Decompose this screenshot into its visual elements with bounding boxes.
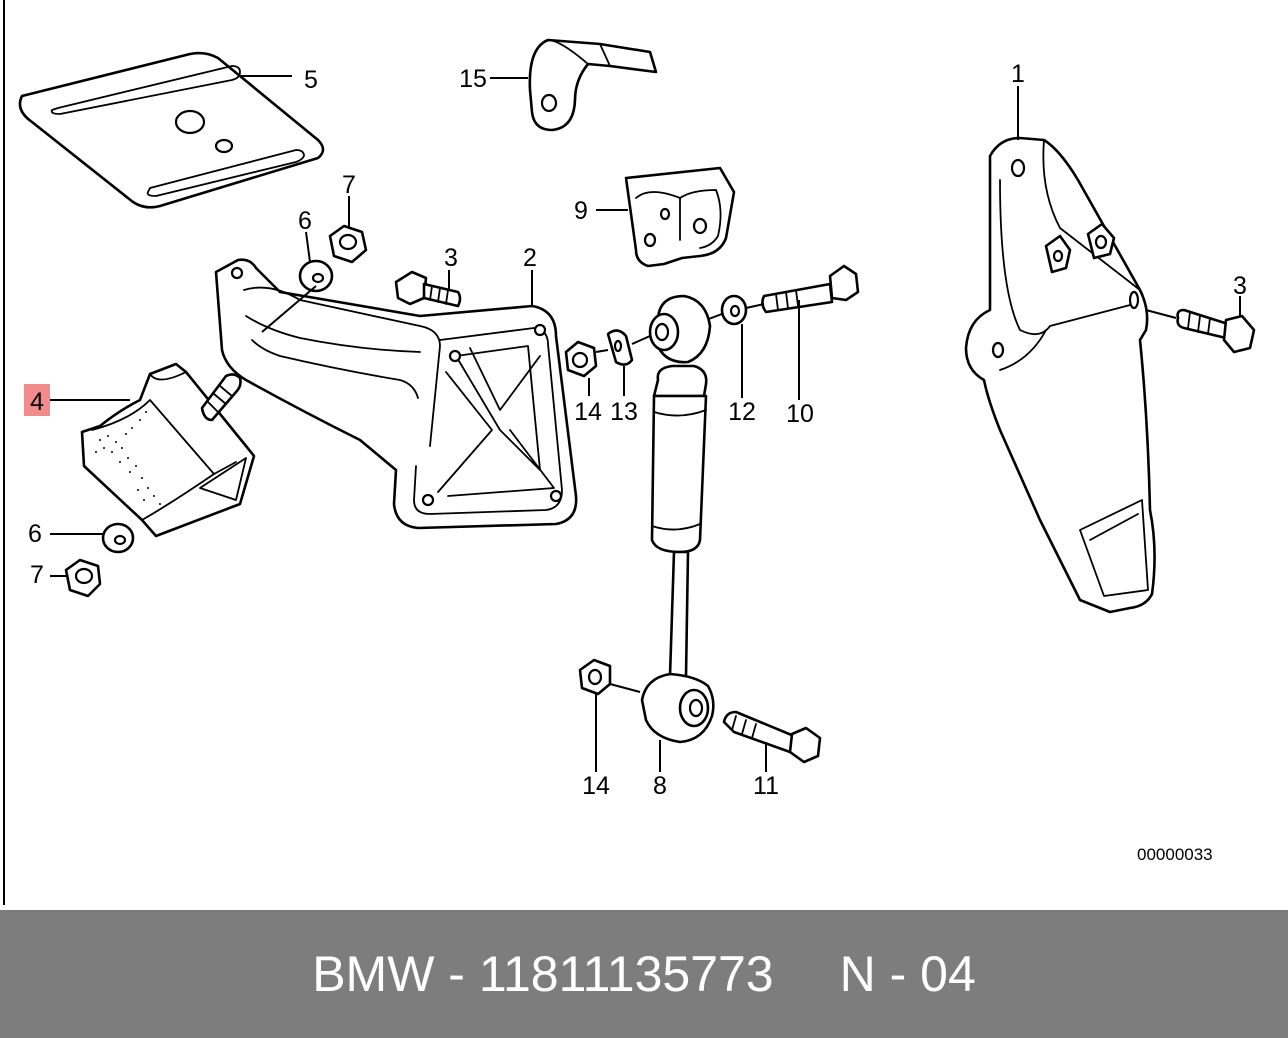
part-5-plate bbox=[18, 51, 325, 209]
part-2-support-arm bbox=[214, 258, 578, 530]
part-12-washer bbox=[720, 294, 748, 326]
callout-14-lower: 14 bbox=[582, 772, 610, 800]
callout-13: 13 bbox=[610, 398, 638, 426]
callout-4: 4 bbox=[30, 388, 44, 416]
leader-bolt-bracket bbox=[1145, 309, 1177, 319]
part-3-bolt-right bbox=[1176, 308, 1256, 354]
part-6-washer-lower bbox=[101, 522, 135, 554]
part-14-nut-upper bbox=[564, 340, 598, 378]
leader-washer-bolt bbox=[745, 303, 765, 309]
leader-nut-washer bbox=[595, 349, 609, 353]
footer-brand: BMW bbox=[312, 946, 435, 1002]
exploded-view-drawing: 1 2 3 3 4 5 6 6 7 7 8 9 10 11 12 13 14 1… bbox=[3, 0, 1256, 905]
parts-diagram: 1 2 3 3 4 5 6 6 7 7 8 9 10 11 12 13 14 1… bbox=[3, 0, 1256, 905]
mount-stud bbox=[200, 373, 242, 422]
diagram-reference-code: 00000033 bbox=[1137, 845, 1213, 864]
callout-14-upper: 14 bbox=[574, 398, 602, 426]
callout-1: 1 bbox=[1011, 60, 1025, 88]
callout-leaders bbox=[50, 75, 1241, 772]
callout-11: 11 bbox=[753, 772, 779, 800]
leader-washer-damper bbox=[631, 335, 651, 345]
callout-6-upper: 6 bbox=[298, 207, 312, 235]
callout-3-right: 3 bbox=[1233, 272, 1247, 300]
leader-nut-damper bbox=[609, 683, 641, 693]
callout-labels: 1 2 3 3 4 5 6 6 7 7 8 9 10 11 12 13 14 1… bbox=[28, 60, 1247, 800]
part-13-washer bbox=[606, 329, 634, 366]
part-7-nut-lower bbox=[64, 558, 102, 598]
part-8-damper bbox=[640, 294, 715, 744]
part-11-bolt bbox=[722, 710, 822, 764]
footer-bar: BMW - 11811135773 N - 04 bbox=[0, 910, 1288, 1038]
callout-9: 9 bbox=[574, 197, 588, 225]
callout-15: 15 bbox=[459, 65, 487, 93]
rubber-texture bbox=[95, 411, 161, 505]
part-3-bolt-left bbox=[394, 270, 462, 308]
callout-7-upper: 7 bbox=[342, 171, 356, 199]
callout-8: 8 bbox=[653, 772, 667, 800]
part-15-bracket bbox=[528, 38, 658, 132]
callout-4-highlight bbox=[24, 384, 50, 416]
part-7-nut-upper bbox=[328, 224, 368, 264]
part-4-rubber-mount bbox=[80, 362, 256, 538]
callout-7-lower: 7 bbox=[30, 561, 44, 589]
callout-6-lower: 6 bbox=[28, 520, 42, 548]
callout-2: 2 bbox=[523, 244, 537, 272]
callout-10: 10 bbox=[786, 400, 814, 428]
part-14-nut-lower bbox=[578, 658, 612, 696]
part-1-large-bracket bbox=[964, 136, 1156, 614]
part-6-washer-upper bbox=[298, 259, 334, 293]
part-9-bracket bbox=[624, 166, 736, 268]
callout-5: 5 bbox=[304, 66, 318, 94]
callout-12: 12 bbox=[728, 398, 756, 426]
footer-part-number: 11811135773 bbox=[478, 946, 774, 1002]
footer-position-code: N - 04 bbox=[839, 946, 976, 1002]
part-10-long-bolt bbox=[761, 264, 860, 314]
callout-3-left: 3 bbox=[444, 244, 458, 272]
leader-upper-stud bbox=[261, 285, 317, 333]
footer-separator: - bbox=[448, 946, 465, 1002]
